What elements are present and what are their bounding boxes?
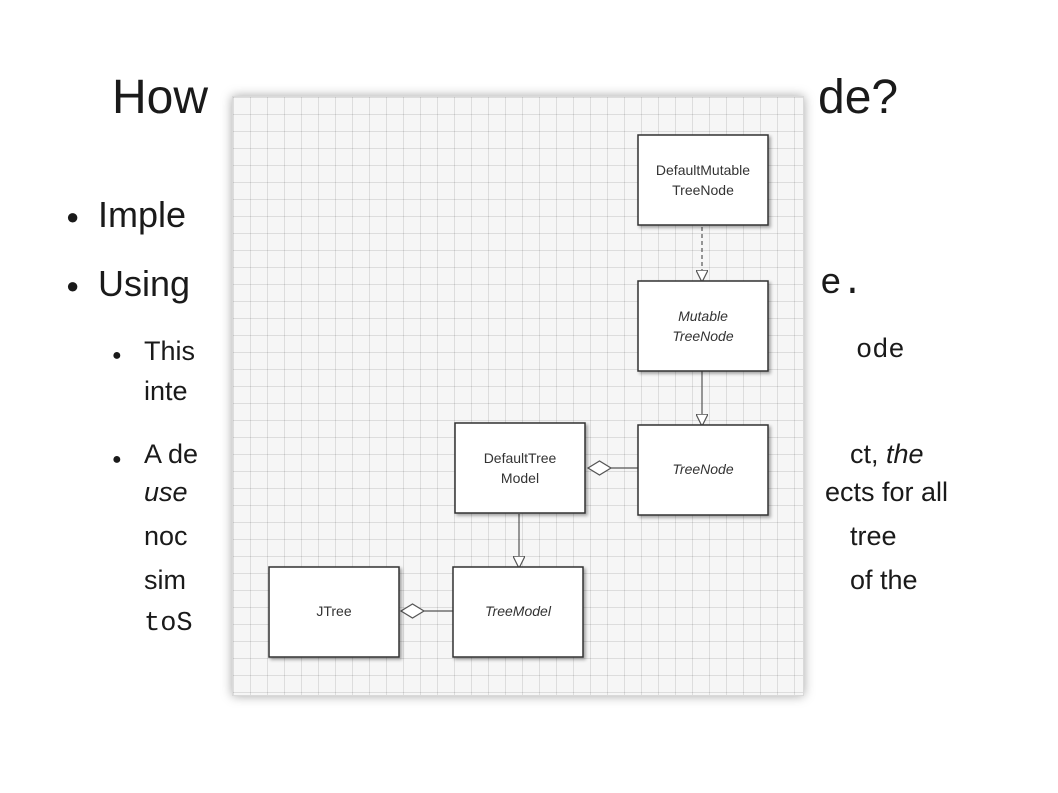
bullet-dot: ● xyxy=(112,347,122,364)
svg-text:DefaultMutable: DefaultMutable xyxy=(656,162,750,178)
svg-text:TreeNode: TreeNode xyxy=(672,328,733,344)
node-mutable-tree-node: Mutable TreeNode xyxy=(637,280,769,372)
bullet-dot: ● xyxy=(112,451,122,468)
node-tree-node: TreeNode xyxy=(637,424,769,516)
bullet-4-line2-right: ects for all xyxy=(825,477,949,507)
bullet-4-text: A de xyxy=(144,439,199,469)
svg-text:DefaultTree: DefaultTree xyxy=(484,450,557,466)
bullet-3-text: This xyxy=(144,336,196,366)
svg-text:Mutable: Mutable xyxy=(678,308,728,324)
slide-title: How de? xyxy=(112,62,898,134)
svg-text:TreeModel: TreeModel xyxy=(485,603,552,619)
aggregation-diamond-icon xyxy=(586,460,613,476)
bullet-1-text: Imple xyxy=(98,194,187,235)
title-left: How xyxy=(112,71,209,124)
class-diagram-figure: DefaultMutable TreeNode Mutable TreeNode… xyxy=(232,96,804,696)
node-jtree: JTree xyxy=(268,566,400,658)
svg-text:TreeNode: TreeNode xyxy=(672,461,733,477)
bullet-4-line3: noc xyxy=(144,521,188,551)
class-diagram: DefaultMutable TreeNode Mutable TreeNode… xyxy=(268,134,769,658)
svg-text:Model: Model xyxy=(501,470,539,486)
aggregation-diamond-icon xyxy=(399,603,426,619)
bullet-3-code: ode xyxy=(856,336,905,366)
svg-text:TreeNode: TreeNode xyxy=(672,182,734,198)
svg-text:JTree: JTree xyxy=(316,603,351,619)
bullet-4-line4-right: of the xyxy=(850,565,918,595)
title-right: de? xyxy=(818,71,899,124)
bullet-2-text: Using xyxy=(98,263,191,304)
bullet-dot: ● xyxy=(66,204,80,229)
bullet-2-code: e. xyxy=(820,263,864,304)
node-default-tree-model: DefaultTree Model xyxy=(454,422,586,514)
bullet-4-line2-italic: use xyxy=(144,477,188,507)
bullet-4-italic-right: the xyxy=(886,439,924,469)
bullet-3-line2: inte xyxy=(144,376,188,406)
node-tree-model: TreeModel xyxy=(452,566,584,658)
bullet-dot: ● xyxy=(66,273,80,298)
bullet-4-line4: sim xyxy=(144,565,186,595)
bullet-4-text-right: ct, xyxy=(850,439,879,469)
bullet-4-line3-right: tree xyxy=(850,521,897,551)
bullet-4-line5-code: toS xyxy=(144,609,193,639)
node-default-mutable-tree-node: DefaultMutable TreeNode xyxy=(637,134,769,226)
